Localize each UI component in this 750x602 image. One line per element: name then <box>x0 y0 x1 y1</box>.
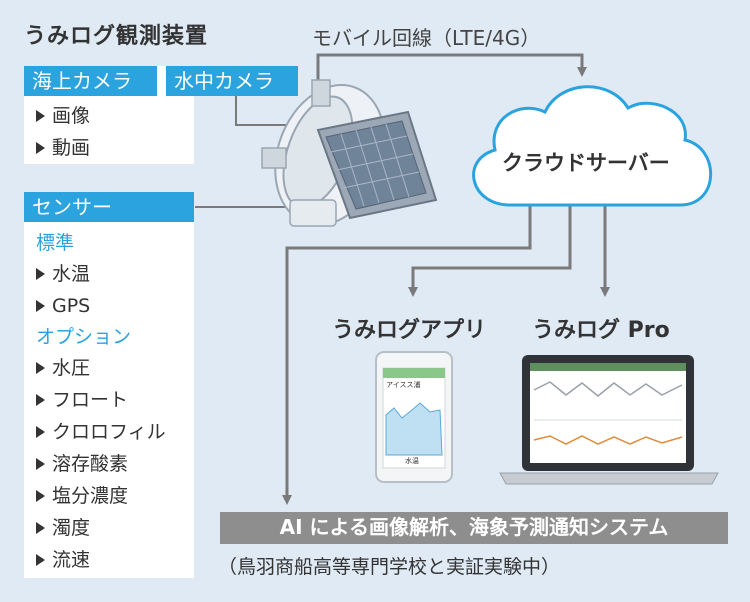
list-item: 流速 <box>36 544 166 576</box>
underwater-camera-tab: 水中カメラ <box>166 66 298 96</box>
phone-screen-bottom: 水温 <box>405 457 419 465</box>
sensor-item-list: 標準 水温 GPS オプション 水圧 フロート クロロフィル 溶存酸素 塩分濃度… <box>36 228 166 576</box>
list-item: 動画 <box>36 132 90 164</box>
triangle-bullet-icon <box>36 362 45 374</box>
phone-screen-title: アイスス浦 <box>386 381 421 389</box>
ai-system-bar: AI による画像解析、海象予測通知システム <box>220 512 728 544</box>
sensor-tab: センサー <box>24 192 194 222</box>
list-item: フロート <box>36 384 166 416</box>
laptop-chart-top <box>533 381 683 397</box>
triangle-bullet-icon <box>36 522 45 534</box>
triangle-bullet-icon <box>36 142 45 154</box>
list-item: GPS <box>36 290 166 322</box>
list-item: クロロフィル <box>36 416 166 448</box>
triangle-bullet-icon <box>36 300 45 312</box>
triangle-bullet-icon <box>36 554 45 566</box>
triangle-bullet-icon <box>36 490 45 502</box>
camera-connector-line <box>235 95 300 126</box>
cloud-to-ai-line <box>282 205 532 505</box>
laptop-icon <box>499 355 719 485</box>
app-label: うみログアプリ <box>332 318 487 343</box>
triangle-bullet-icon <box>36 458 45 470</box>
triangle-bullet-icon <box>36 110 45 122</box>
triangle-bullet-icon <box>36 268 45 280</box>
mobile-link-line <box>316 53 587 80</box>
phone-chart-area <box>385 402 443 456</box>
sea-camera-tab: 海上カメラ <box>24 66 157 96</box>
standard-category-label: 標準 <box>36 232 75 254</box>
list-item: 水圧 <box>36 352 166 384</box>
list-item: 水温 <box>36 258 166 290</box>
laptop-chart-bottom <box>533 435 683 445</box>
cloud-server-label: クラウドサーバー <box>502 151 670 175</box>
smartphone-icon <box>375 351 453 483</box>
list-item: 塩分濃度 <box>36 480 166 512</box>
list-item: 画像 <box>36 100 90 132</box>
observation-device-icon <box>261 79 438 227</box>
triangle-bullet-icon <box>36 426 45 438</box>
sensor-panel <box>24 192 194 578</box>
cloud-to-app-line <box>408 205 572 297</box>
camera-item-list: 画像 動画 <box>36 100 90 164</box>
list-item: 濁度 <box>36 512 166 544</box>
pro-label: うみログ Pro <box>532 318 670 343</box>
ai-note: （鳥羽商船高等専門学校と実証実験中） <box>218 556 561 578</box>
list-item: 溶存酸素 <box>36 448 166 480</box>
triangle-bullet-icon <box>36 394 45 406</box>
cloud-icon <box>472 85 713 207</box>
page-title: うみログ観測装置 <box>24 24 209 49</box>
mobile-link-label: モバイル回線（LTE/4G） <box>312 26 541 50</box>
option-category-label: オプション <box>36 326 132 348</box>
